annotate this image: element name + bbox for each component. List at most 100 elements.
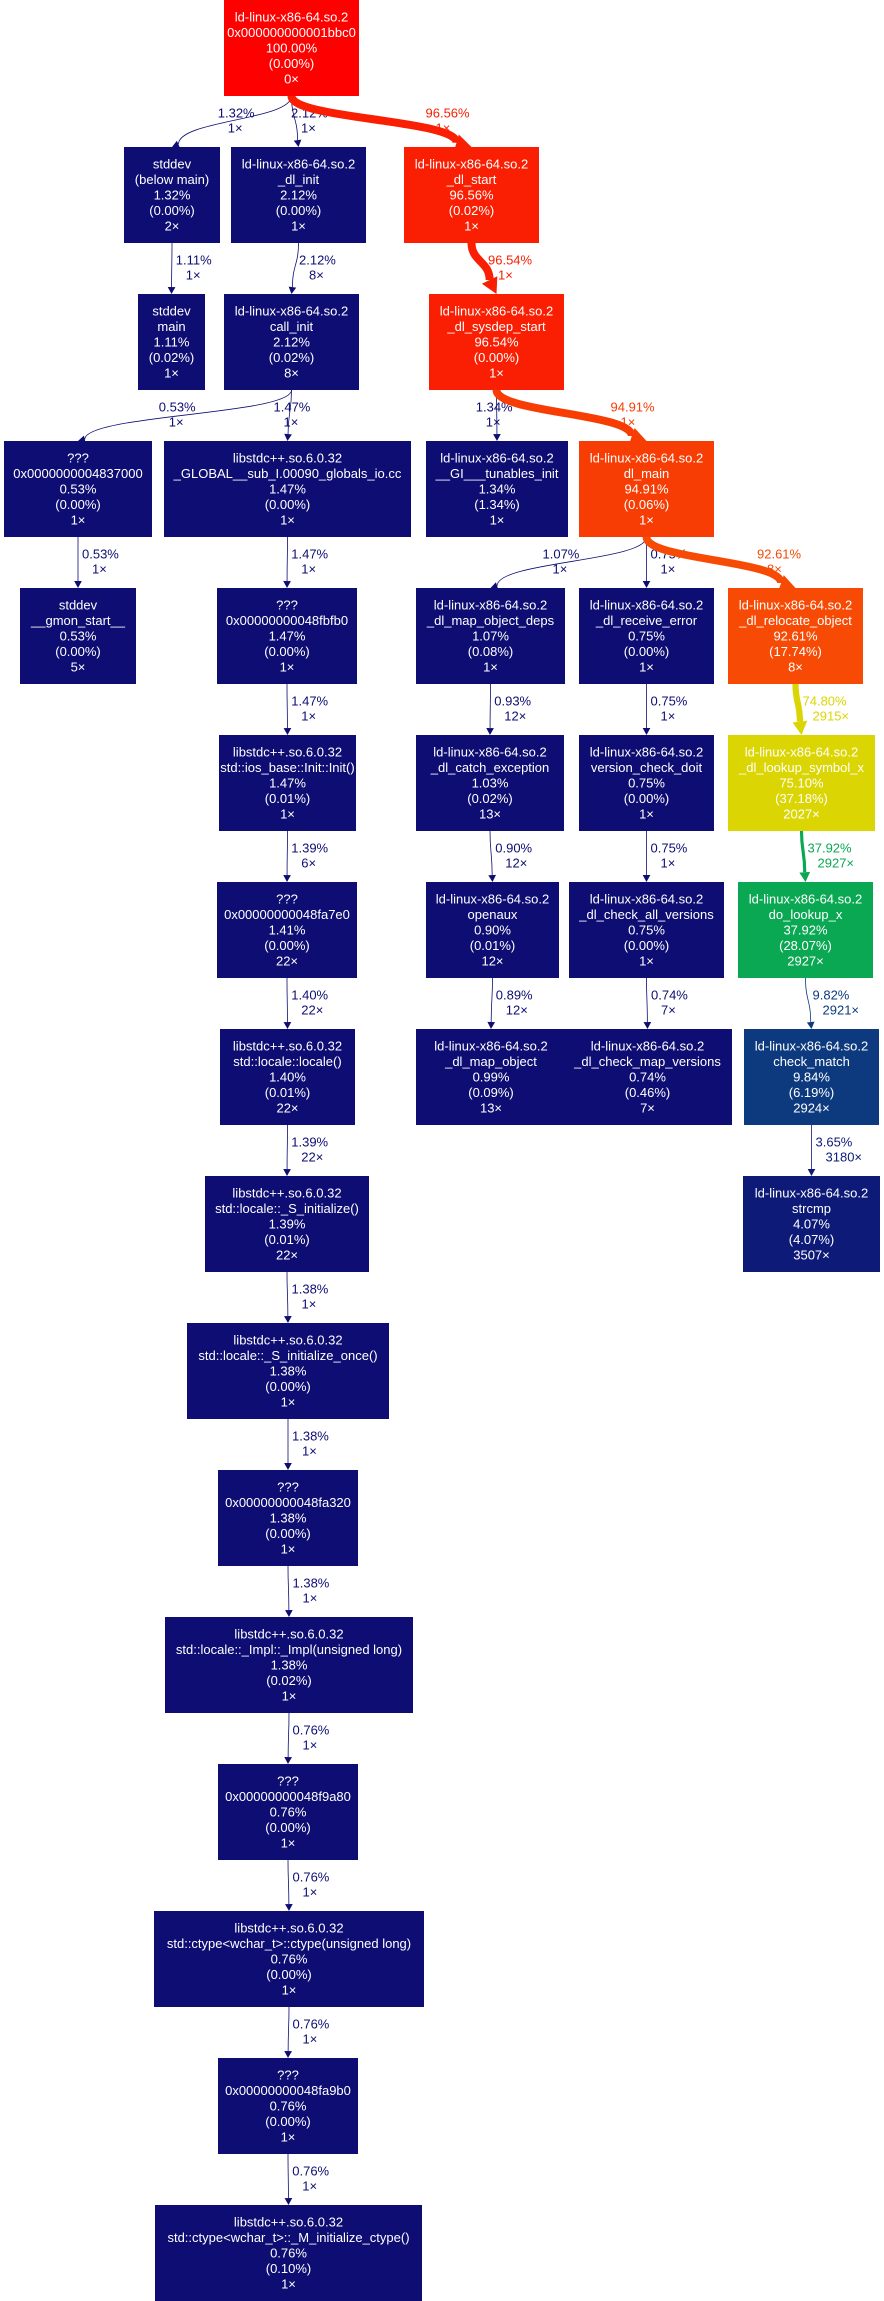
node-n_stddev_bm[interactable]: stddev(below main)1.32%(0.00%)2×: [124, 147, 220, 243]
node-line: 22×: [276, 954, 298, 969]
edge-percent-label: 0.76%: [293, 1723, 330, 1738]
edge-percent-label: 0.53%: [82, 547, 119, 562]
node-n_dl_main[interactable]: ld-linux-x86-64.so.2dl_main94.91%(0.06%)…: [579, 441, 714, 537]
edge-arrowhead: [642, 581, 651, 588]
call-edge-n_root-to-n_stddev_bm: 1.32%1×: [172, 95, 292, 148]
node-n_check_match[interactable]: ld-linux-x86-64.so.2check_match9.84%(6.1…: [744, 1029, 879, 1125]
node-line: stddev: [153, 157, 192, 172]
node-box: [220, 1029, 355, 1125]
node-line: std::locale::_S_initialize(): [215, 1201, 359, 1216]
node-line: ld-linux-x86-64.so.2: [440, 304, 553, 319]
node-box: [165, 1617, 413, 1713]
edge-percent-label: 1.47%: [291, 547, 328, 562]
node-line: 96.54%: [474, 335, 519, 350]
node-line: __GI___tunables_init: [435, 466, 559, 481]
edge-percent-label: 1.38%: [292, 1429, 329, 1444]
node-n_do_lookup[interactable]: ld-linux-x86-64.so.2do_lookup_x37.92%(28…: [738, 882, 873, 978]
node-n_gmon[interactable]: stddev__gmon_start__0.53%(0.00%)5×: [20, 588, 136, 684]
node-line: 2.12%: [273, 335, 310, 350]
node-line: 0x0000000004837000: [13, 466, 142, 481]
node-n_dl_start[interactable]: ld-linux-x86-64.so.2_dl_start96.56%(0.02…: [404, 147, 539, 243]
node-line: std::ios_base::Init::Init(): [220, 760, 354, 775]
node-line: _dl_start: [446, 172, 497, 187]
node-n_dl_init[interactable]: ld-linux-x86-64.so.2_dl_init2.12%(0.00%)…: [231, 147, 366, 243]
node-n_map_deps[interactable]: ld-linux-x86-64.so.2_dl_map_object_deps1…: [416, 588, 565, 684]
node-line: ld-linux-x86-64.so.2: [433, 745, 546, 760]
node-line: 0.75%: [628, 776, 665, 791]
node-line: 1×: [164, 366, 179, 381]
node-n_impl[interactable]: libstdc++.so.6.0.32std::locale::_Impl::_…: [165, 1617, 413, 1713]
node-line: 8×: [788, 660, 803, 675]
node-line: 0.76%: [270, 2246, 307, 2261]
edge-arrowhead: [284, 1756, 292, 1764]
node-n_openaux[interactable]: ld-linux-x86-64.so.2openaux0.90%(0.01%)1…: [426, 882, 559, 978]
node-n_m_init_ctype[interactable]: libstdc++.so.6.0.32std::ctype<wchar_t>::…: [155, 2205, 422, 2301]
edge-calls-label: 1×: [661, 856, 676, 871]
node-line: 0x00000000048fa9b0: [225, 2083, 351, 2098]
node-line: check_match: [773, 1054, 850, 1069]
node-n_lookup_x[interactable]: ld-linux-x86-64.so.2_dl_lookup_symbol_x7…: [728, 735, 875, 831]
node-line: _dl_init: [277, 172, 320, 187]
edge-calls-label: 1×: [302, 1297, 317, 1312]
node-line: 2924×: [793, 1101, 830, 1116]
node-line: ld-linux-x86-64.so.2: [590, 451, 703, 466]
node-n_catch[interactable]: ld-linux-x86-64.so.2_dl_catch_exception1…: [416, 735, 564, 831]
node-n_ios_init[interactable]: libstdc++.so.6.0.32std::ios_base::Init::…: [219, 735, 356, 831]
node-line: ld-linux-x86-64.so.2: [745, 745, 858, 760]
edge-arrowhead: [454, 134, 472, 152]
node-n_map_obj[interactable]: ld-linux-x86-64.so.2_dl_map_object0.99%(…: [416, 1029, 566, 1125]
node-n_ver_doit[interactable]: ld-linux-x86-64.so.2version_check_doit0.…: [579, 735, 714, 831]
node-n_locale[interactable]: libstdc++.so.6.0.32std::locale::locale()…: [220, 1029, 355, 1125]
node-n_globals_io[interactable]: libstdc++.so.6.0.32_GLOBAL__sub_I.00090_…: [164, 441, 411, 537]
edges-layer: 1.32%1×2.12%1×96.56%1×1.11%1×2.12%8×96.5…: [74, 94, 862, 2205]
node-n_root[interactable]: ld-linux-x86-64.so.20x000000000001bbc010…: [224, 0, 359, 96]
node-line: 1×: [639, 807, 654, 822]
node-n_s_init_once[interactable]: libstdc++.so.6.0.32std::locale::_S_initi…: [187, 1323, 389, 1419]
edge-percent-label: 1.39%: [291, 841, 328, 856]
node-line: 0.76%: [270, 2099, 307, 2114]
node-line: _dl_lookup_symbol_x: [738, 760, 865, 775]
node-n_chk_all[interactable]: ld-linux-x86-64.so.2_dl_check_all_versio…: [569, 882, 724, 978]
node-line: (below main): [135, 172, 209, 187]
node-line: libstdc++.so.6.0.32: [234, 1627, 343, 1642]
node-line: 1×: [282, 1689, 297, 1704]
call-edge-n_unk_48fa9b0-to-n_m_init_ctype: 0.76%1×: [284, 2153, 330, 2205]
node-line: 1×: [281, 1395, 296, 1410]
node-n_reloc[interactable]: ld-linux-x86-64.so.2_dl_relocate_object9…: [728, 588, 863, 684]
node-line: (0.01%): [265, 1085, 311, 1100]
node-line: 94.91%: [624, 482, 669, 497]
edge-calls-label: 12×: [504, 709, 526, 724]
node-line: ld-linux-x86-64.so.2: [591, 1039, 704, 1054]
edge-percent-label: 1.32%: [218, 106, 255, 121]
node-line: 4.07%: [793, 1217, 830, 1232]
node-line: 1×: [281, 1542, 296, 1557]
call-edge-n_impl-to-n_unk_48f9a80: 0.76%1×: [284, 1712, 330, 1764]
node-n_recv_err[interactable]: ld-linux-x86-64.so.2_dl_receive_error0.7…: [579, 588, 714, 684]
node-n_tunables[interactable]: ld-linux-x86-64.so.2__GI___tunables_init…: [426, 441, 568, 537]
edge-percent-label: 1.40%: [291, 988, 328, 1003]
edge-arrowhead: [74, 581, 82, 588]
node-n_ctype[interactable]: libstdc++.so.6.0.32std::ctype<wchar_t>::…: [154, 1911, 424, 2007]
node-n_sysdep[interactable]: ld-linux-x86-64.so.2_dl_sysdep_start96.5…: [429, 294, 564, 390]
node-box: [569, 882, 724, 978]
call-edge-n_map_deps-to-n_catch: 0.93%12×: [486, 683, 532, 735]
edge-arrowhead: [285, 1609, 293, 1617]
node-line: (0.00%): [276, 203, 322, 218]
edge-calls-label: 2915×: [813, 709, 850, 724]
node-n_chk_map[interactable]: ld-linux-x86-64.so.2_dl_check_map_versio…: [563, 1029, 732, 1125]
node-line: (17.74%): [769, 644, 822, 659]
node-n_s_init[interactable]: libstdc++.so.6.0.32std::locale::_S_initi…: [205, 1176, 369, 1272]
call-edge-n_sysdep-to-n_dl_main: 94.91%1×: [492, 388, 655, 445]
node-n_call_init[interactable]: ld-linux-x86-64.so.2call_init2.12%(0.02%…: [224, 294, 359, 390]
node-n_strcmp[interactable]: ld-linux-x86-64.so.2strcmp4.07%(4.07%)35…: [743, 1176, 880, 1272]
call-edge-n_call_init-to-n_globals_io: 1.47%1×: [274, 389, 311, 441]
node-line: ld-linux-x86-64.so.2: [755, 1186, 868, 1201]
node-box: [404, 147, 539, 243]
